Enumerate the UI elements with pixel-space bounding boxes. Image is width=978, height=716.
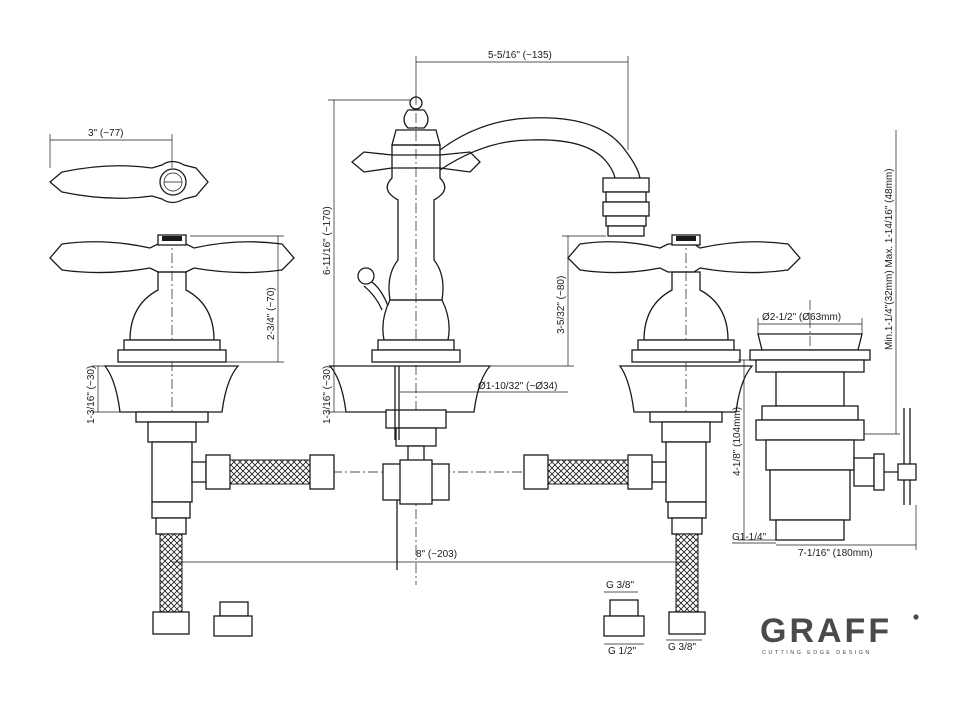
- dim-body-height: 6-11/16" (~170): [322, 206, 333, 275]
- lever-top-view: [48, 160, 209, 204]
- dim-drain-height: 4-1/8" (104mm): [732, 407, 743, 476]
- left-handle-valve: [49, 234, 335, 635]
- dim-handle-height: 2-3/4" (~70): [266, 287, 277, 340]
- dim-drain-deck-range: Min.1-1/4"(32mm) Max. 1-14/16" (48mm): [884, 168, 895, 350]
- dim-spout-reach: 5-5/16" (~135): [488, 50, 552, 61]
- dim-center-spread: 8" (~203): [416, 549, 457, 560]
- logo-dot: [913, 614, 919, 620]
- right-adapter-fitting: [603, 599, 645, 637]
- dim-deck-thickness-center: 1-3/16" (~30): [322, 366, 333, 424]
- dim-adapter-top-thread: G 3/8": [606, 580, 634, 591]
- logo-tagline: CUTTING EDGE DESIGN: [762, 650, 872, 656]
- logo-wordmark: GRAFF: [760, 612, 892, 650]
- dim-drain-width: 7-1/16" (180mm): [798, 548, 873, 559]
- center-spout: [328, 96, 650, 570]
- dim-adapter-bottom-thread: G 1/2": [608, 646, 636, 657]
- dim-lever-length: 3" (~77): [88, 128, 124, 139]
- dim-drain-head-diameter: Ø2-1/2" (Ø63mm): [762, 312, 841, 323]
- dimension-lines: [49, 56, 917, 645]
- graff-logo: GRAFF CUTTING EDGE DESIGN: [760, 612, 919, 656]
- right-handle-valve: [523, 234, 801, 635]
- dim-deck-thickness-left: 1-3/16" (~30): [86, 366, 97, 424]
- dim-spout-outlet-height: 3-5/32" (~80): [556, 276, 567, 334]
- dim-hole-diameter: Ø1-10/32" (~Ø34): [478, 381, 557, 392]
- dim-hose-thread: G 3/8": [668, 642, 696, 653]
- left-adapter-fitting: [213, 601, 253, 637]
- popup-drain: [749, 333, 917, 541]
- dim-drain-thread: G1-1/4": [732, 532, 767, 543]
